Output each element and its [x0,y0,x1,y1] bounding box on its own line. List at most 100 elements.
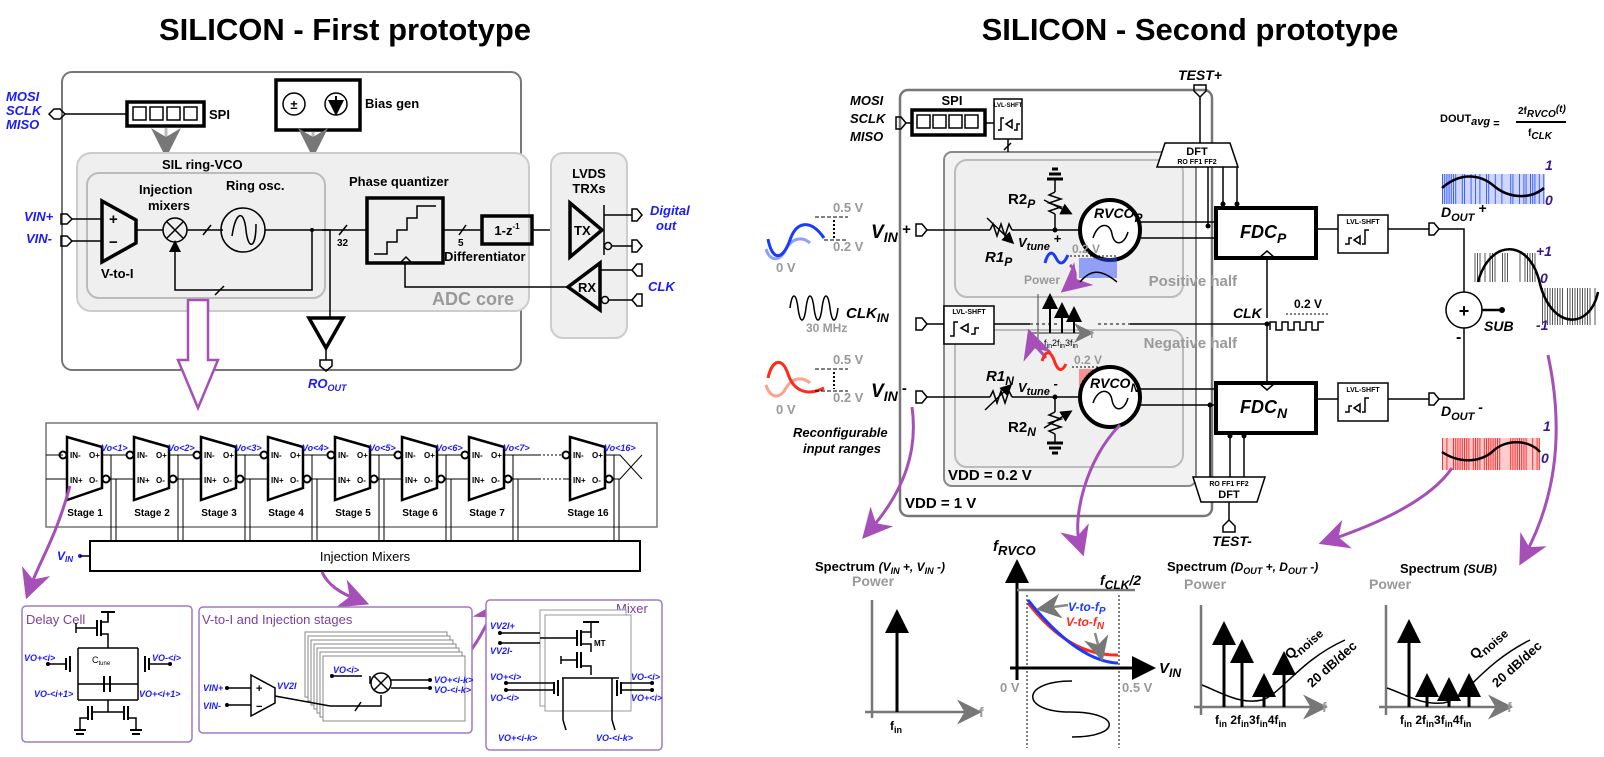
delay-vo-plus-i: VO+<i> [24,653,56,663]
stage-pin: O- [357,476,366,485]
spi-lvl-shft-label: LVL-SHFT [994,103,1023,109]
dout-plus-waveform [1441,174,1545,204]
dout-plus-zero: 0 [1545,192,1553,208]
spec-vin-xlabel: f [979,704,984,720]
stage-pin: O- [89,476,98,485]
svg-text:−: − [256,701,262,713]
stage-label: Stage 7 [469,508,505,519]
stage-pin: IN+ [573,476,586,485]
mixer-vv2i-minus: VV2I- [490,646,513,656]
rvco-p-label: RVCOP [1094,205,1143,225]
spi-label: SPI [209,107,230,122]
bus-width-5: 5 [458,238,464,249]
stage-pin: O+ [357,451,368,460]
stage-pin: IN+ [137,476,150,485]
injection-mixers-block [89,540,641,572]
stage-pin: IN- [204,451,215,460]
vin-minus-waveform: 0.5 V 0.2 V 0 V [764,352,864,417]
tx-label: TX [574,223,591,238]
zoom-arrow [176,298,220,412]
fdc-p-level-shifter [1337,214,1389,254]
vtof-xlabel: VIN [1159,660,1181,680]
clk-frequency: 30 MHz [806,321,847,335]
ro-out-label: ROOUT [308,376,348,393]
digital-out-label: Digital [650,203,690,218]
dout-minus-waveform [1441,438,1541,470]
clk-lvl-shft-label: LVL-SHFT [952,309,986,316]
vtof-ylabel: fRVCO [993,538,1036,558]
vtoi-injection-panel: V-to-I and Injection stages +− VIN+ VIN-… [198,606,474,734]
mixers-label: mixers [148,198,190,213]
fdc-n-level-shifter [1337,382,1389,422]
vin-plus-label: VIN + [871,221,911,245]
formula-lhs: DOUTavg = [1440,113,1500,130]
inset-f: f [1090,329,1094,341]
lvl-shft-n-label: LVL-SHFT [1346,387,1380,394]
stage-pin: IN- [573,451,584,460]
phase-quantizer-label: Phase quantizer [349,174,449,189]
stage-output-label: Vo<3> [235,443,262,453]
r-spi-label: SPI [942,93,963,108]
spec-sub-noise-curve [1386,639,1531,704]
bias-gen-block: ± Bias gen [274,78,419,158]
dft-top-label: DFT [1186,146,1208,158]
stage-output-label: Vo<16> [604,443,636,453]
stage-pin: O- [156,476,165,485]
vin-minus-label: VIN - [871,380,907,404]
clk-level-shifter [943,305,995,345]
spi-block: MOSI SCLK MISO SPI [6,89,230,158]
r-pin-sclk: SCLK [850,111,887,126]
svg-text:+: + [256,683,262,695]
spec-dout-title: Spectrum (DOUT +, DOUT -) [1167,559,1318,576]
pin-mosi: MOSI [6,89,40,104]
ring-stage: IN-O+IN+O-Stage 1Vo<1> [58,435,134,541]
vin-minus-port [60,235,74,247]
ring-stage: IN-O+IN+O-Stage 6Vo<6> [393,435,469,541]
lvds-label: LVDS [572,166,606,181]
stage-label: Stage 1 [67,508,103,519]
rvco-p-output-waveform [1079,258,1118,283]
fdc-p [1214,206,1318,260]
first-prototype-title: SILICON - First prototype [159,12,531,47]
stage-pin: IN- [405,451,416,460]
power-label: Power [1024,273,1060,287]
stage-pin: O+ [89,451,100,460]
vtoi-vo-i: VO<i> [333,665,360,675]
mixer-vo-minus-right: VO-<i> [631,672,661,682]
vin-minus-high: 0.5 V [833,352,864,367]
vtoi-out-minus: VO-<i-k> [434,685,472,695]
injection-mixers-label: Injection Mixers [320,549,411,564]
mixer-vv2i-plus: VV2I+ [490,621,516,631]
spec-dout-xlabel: f [1322,699,1327,715]
digital-out-label-2: out [656,218,677,233]
sub-waveform [1474,248,1600,325]
ring-stage: IN-O+IN+O-Stage 3Vo<3> [192,435,268,541]
dout-minus-one: 1 [1543,418,1551,434]
stage-output-label: Vo<1> [101,443,128,453]
stage-pin: O+ [156,451,167,460]
stage-pin: IN+ [204,476,217,485]
vin-plus-low: 0.2 V [833,239,864,254]
svg-text:±: ± [290,97,297,112]
stage-output-label: Vo<7> [503,443,530,453]
dout-minus-zero: 0 [1541,450,1549,466]
vtoi-title: V-to-I and Injection stages [202,612,353,627]
ring-vin-label: VIN [57,549,73,564]
dout-minus-port [1428,392,1440,406]
dft-top-pins: RO FF1 FF2 [1177,159,1216,166]
mixer-vo-plus-right: VO+<i> [631,693,663,703]
vin-plus-label: VIN+ [24,209,54,224]
ro-buffer [305,316,347,352]
rx-receiver [565,259,602,314]
spectrum-dout-plot: Spectrum (DOUT +, DOUT -) Power f Qnoise… [1167,559,1360,729]
spectrum-sub-plot: Spectrum (SUB) Power f Qnoise 20 dB/dec … [1369,561,1545,729]
fdc-n [1214,381,1318,435]
stage-pin: IN+ [271,476,284,485]
sum-plus: + [1459,301,1470,321]
vin-plus-high: 0.5 V [833,200,864,215]
stage-label: Stage 3 [201,508,237,519]
lvl-shft-p-label: LVL-SHFT [1346,219,1380,226]
spec-sub-xlabel: f [1507,699,1512,715]
dft-bottom-pins: RO FF1 FF2 [1209,481,1248,488]
